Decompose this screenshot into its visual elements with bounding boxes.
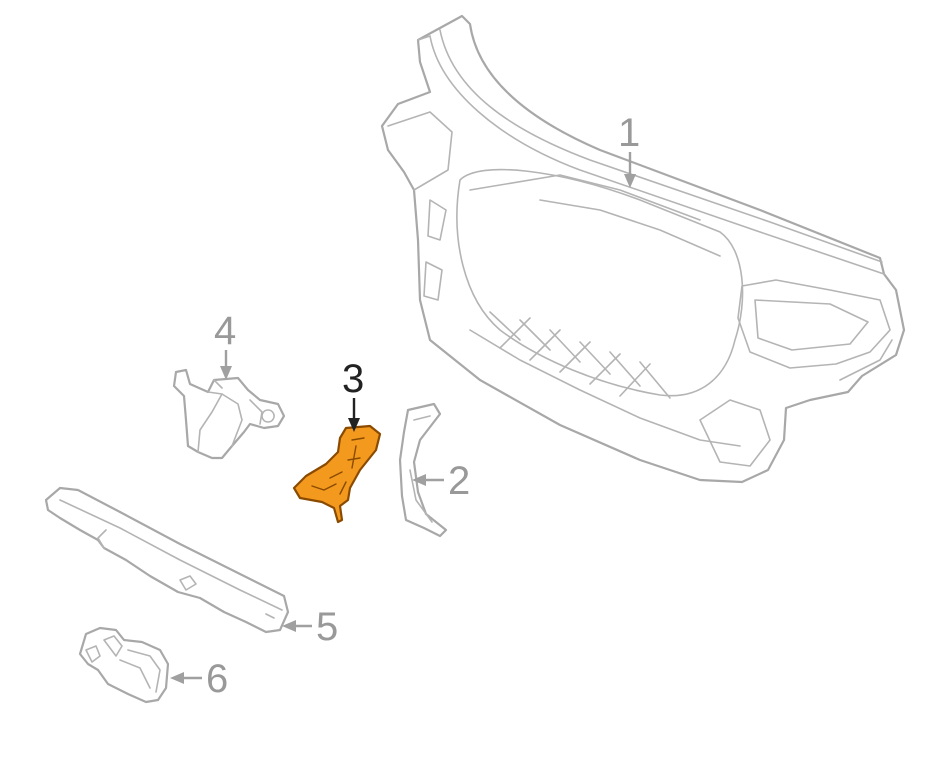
part-6-lock-cylinder[interactable]	[78, 626, 170, 704]
callout-label-6: 6	[206, 657, 228, 701]
arrow-1	[624, 152, 636, 188]
callout-label-4: 4	[214, 309, 236, 353]
part-1-radiator-support[interactable]	[380, 14, 906, 484]
arrow-6	[170, 672, 202, 684]
callout-label-3: 3	[342, 357, 364, 401]
callout-label-1: 1	[618, 111, 640, 155]
arrow-5	[282, 620, 312, 632]
callout-label-2: 2	[448, 459, 470, 503]
part-2-side-bracket[interactable]	[398, 402, 448, 538]
arrow-4	[220, 350, 232, 380]
part-5-lower-tie-bar[interactable]	[44, 486, 290, 634]
callout-label-5: 5	[316, 605, 338, 649]
part-3-center-bracket[interactable]	[292, 424, 382, 524]
part-4-latch-bracket[interactable]	[172, 368, 286, 460]
arrow-3	[348, 398, 360, 432]
arrow-2	[412, 474, 444, 486]
